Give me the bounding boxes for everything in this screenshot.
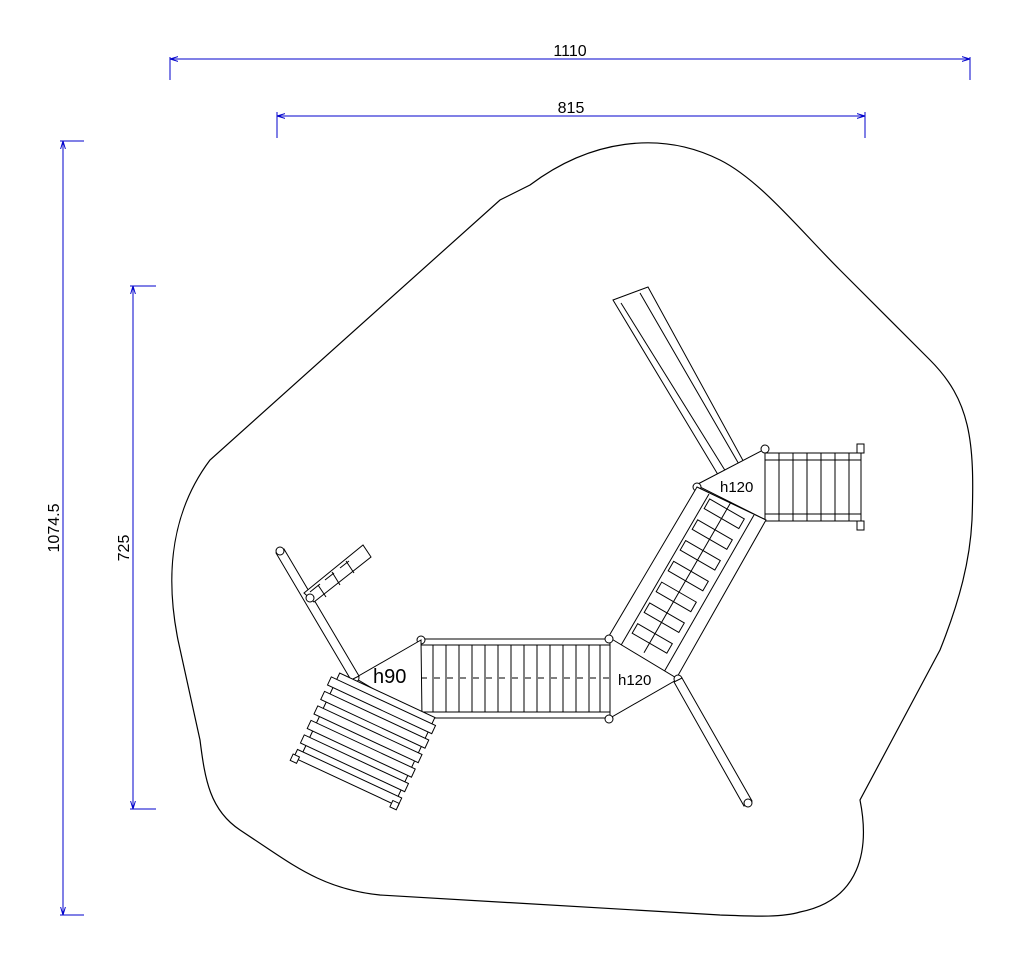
dimension-inner-width-text: 815: [558, 100, 585, 117]
dimension-inner-height-text: 725: [116, 535, 133, 562]
dimension-overall-height-text: 1074.5: [46, 503, 63, 552]
slide: [612, 286, 747, 479]
label-platform-mid: h120: [618, 672, 651, 689]
lower-right-pole: [673, 677, 753, 808]
left-pole: [275, 546, 360, 681]
horizontal-bridge: [416, 634, 614, 724]
label-platform-low: h90: [373, 666, 406, 688]
lower-left-stairs: [289, 672, 437, 811]
dimension-overall-height: 1074.5: [46, 140, 84, 916]
top-right-stairs: [764, 443, 865, 531]
safety-zone-outline: [171, 142, 974, 917]
label-platform-high: h120: [720, 479, 753, 496]
dimension-inner-height: 725: [116, 285, 156, 810]
dimension-overall-width-text: 1110: [553, 43, 586, 60]
climbing-panel: [303, 544, 372, 603]
dimension-inner-width: 815: [276, 100, 866, 138]
dimension-overall-width: 1110: [169, 43, 971, 80]
diagonal-bridge: [605, 486, 767, 680]
